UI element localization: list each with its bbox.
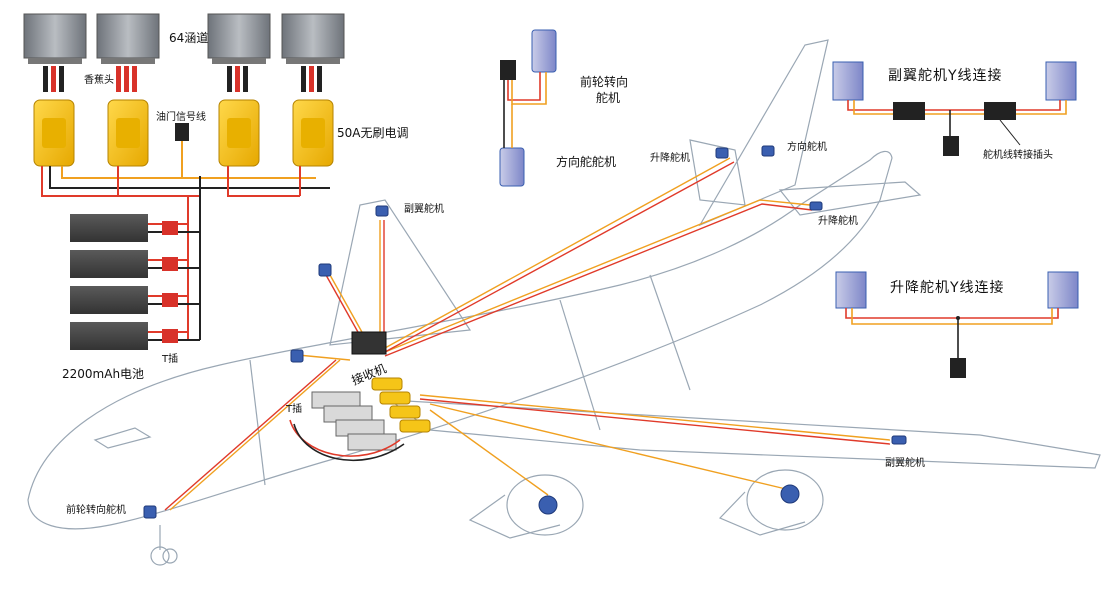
label-rudder-servo: 方向舵机 xyxy=(787,140,827,153)
engine-right xyxy=(746,469,824,531)
label-elevator-y-title: 升降舵机Y线连接 xyxy=(890,279,1005,296)
battery-packs xyxy=(70,214,148,350)
label-servo-adapter: 舵机线转接插头 xyxy=(983,148,1053,161)
esc-units xyxy=(33,99,334,167)
engine-left xyxy=(506,474,584,536)
adapter-pointer xyxy=(999,119,1021,146)
label-battery: 2200mAh电池 xyxy=(62,367,144,381)
t-plug-leads xyxy=(148,223,200,341)
label-t-plug-top: T插 xyxy=(161,352,178,365)
throttle-signal-connector xyxy=(175,123,189,141)
left-wing xyxy=(329,199,472,346)
aircraft-servos xyxy=(143,145,907,519)
label-aileron-servo-right: 副翼舵机 xyxy=(885,456,925,469)
onboard-escs xyxy=(371,377,431,433)
t-plugs xyxy=(162,221,178,343)
rib xyxy=(249,359,266,486)
onboard-power-loop xyxy=(289,419,405,462)
label-aileron-servo-left: 副翼舵机 xyxy=(404,202,444,215)
label-banana-plug: 香蕉头 xyxy=(84,74,114,86)
rib xyxy=(559,299,601,431)
esc-bus-wires xyxy=(41,141,330,340)
nose-wheel xyxy=(150,546,170,566)
onboard-batteries xyxy=(311,391,397,451)
label-nose-steer-servo-inset-line2: 舵机 xyxy=(596,90,620,105)
horizontal-stabilizer-right xyxy=(778,181,922,216)
aircraft-wiring xyxy=(164,157,891,511)
ducted-fan-2 xyxy=(96,13,160,64)
elevator-y-lead-inset xyxy=(835,271,1079,378)
rib xyxy=(649,274,691,391)
label-channel-fan: 64涵道 xyxy=(169,31,208,45)
ducted-fan-3 xyxy=(207,13,271,64)
fuselage-outline xyxy=(27,150,893,530)
label-esc: 50A无刷电调 xyxy=(337,126,408,140)
ducted-fan-4 xyxy=(281,13,345,64)
label-t-plug-body: T插 xyxy=(285,402,302,415)
label-elevator-servo-right: 升降舵机 xyxy=(818,214,858,227)
power-system xyxy=(23,13,345,350)
label-elevator-servo-left: 升降舵机 xyxy=(650,151,690,164)
nose-wheel-2 xyxy=(162,548,178,564)
vertical-tail xyxy=(698,39,829,227)
cockpit-window xyxy=(93,427,152,449)
nose-rudder-inset xyxy=(499,29,557,187)
engine-right-nacelle xyxy=(718,491,806,536)
label-throttle-signal-wire: 油门信号线 xyxy=(156,110,206,123)
engine-left-nacelle xyxy=(468,494,561,539)
label-rudder-servo-inset: 方向舵舵机 xyxy=(556,154,616,169)
label-nose-steer-servo: 前轮转向舵机 xyxy=(66,503,126,516)
banana-plugs xyxy=(43,66,322,92)
airframe xyxy=(27,39,1101,566)
label-nose-steer-servo-inset-line1: 前轮转向 xyxy=(580,74,628,89)
horizontal-stabilizer-left xyxy=(689,139,746,206)
aileron-y-lead-inset xyxy=(832,61,1077,156)
ducted-fan-1 xyxy=(23,13,87,64)
label-aileron-y-title: 副翼舵机Y线连接 xyxy=(888,67,1003,84)
receiver-unit xyxy=(351,331,387,355)
